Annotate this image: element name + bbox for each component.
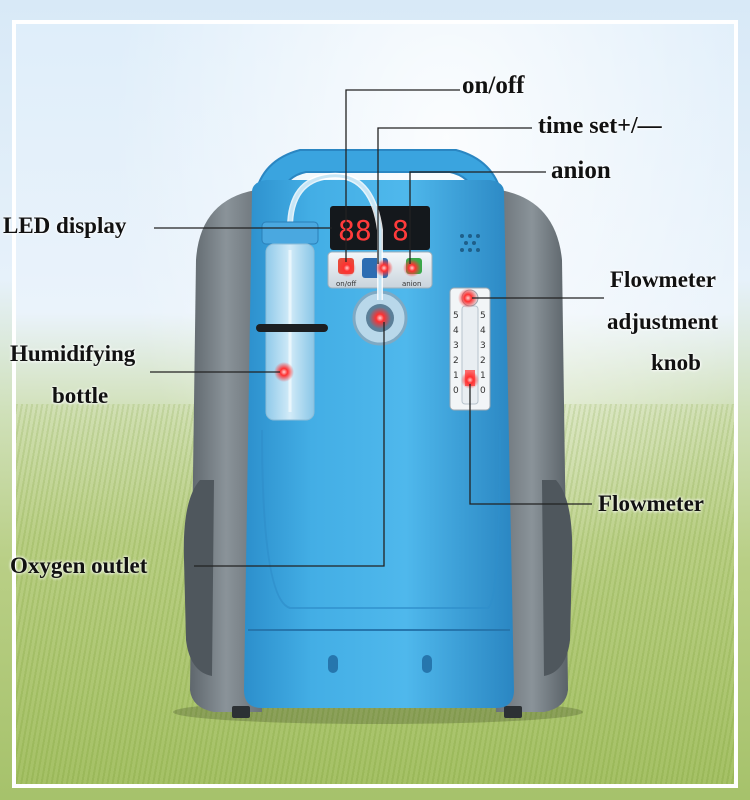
flowmeter-scale-left: 5 4 3 2 1 0 — [453, 311, 459, 396]
marker-humidifying-bottle — [274, 362, 294, 382]
callout-humidifying-line1: Humidifying — [10, 341, 136, 366]
callout-flowmeter-knob-line2: adjustment — [607, 309, 719, 334]
marker-time-set — [375, 259, 393, 277]
callout-onoff: on/off — [462, 72, 525, 99]
flowmeter-scale-mark: 5 — [453, 311, 459, 321]
anion-panel-label: anion — [402, 280, 421, 288]
marker-anion — [403, 259, 421, 277]
led-digits-right: 8 — [392, 214, 409, 247]
led-digits-left: 88 — [338, 214, 372, 247]
flowmeter-scale-mark: 5 — [480, 311, 486, 321]
right-wheel-housing — [542, 480, 573, 676]
flowmeter-scale-mark: 3 — [453, 341, 459, 351]
onoff-panel-label: on/off — [336, 280, 356, 288]
callout-flowmeter: Flowmeter — [598, 491, 704, 516]
callout-time-set: time set+/— — [538, 113, 662, 139]
left-wheel-housing — [183, 480, 214, 676]
flowmeter-scale-mark: 3 — [480, 341, 486, 351]
left-foot — [232, 706, 250, 718]
vent-slot-left — [328, 655, 338, 673]
marker-flowmeter — [461, 371, 479, 389]
bottle-cap — [261, 221, 319, 245]
callout-anion: anion — [551, 157, 611, 184]
right-foot — [504, 706, 522, 718]
bottle-strap — [256, 324, 328, 332]
flowmeter-scale-mark: 2 — [480, 356, 486, 366]
flowmeter-scale-mark: 0 — [480, 386, 486, 396]
flowmeter-scale-mark: 0 — [453, 386, 459, 396]
vent-slot-right — [422, 655, 432, 673]
flowmeter-scale-mark: 4 — [453, 326, 459, 336]
callout-humidifying-line2: bottle — [52, 383, 109, 408]
flowmeter-scale-mark: 1 — [480, 371, 486, 381]
marker-flowmeter-knob — [458, 288, 478, 308]
marker-oxygen-outlet — [369, 307, 391, 329]
flowmeter-scale-mark: 2 — [453, 356, 459, 366]
marker-onoff — [338, 259, 356, 277]
callout-flowmeter-knob-line1: Flowmeter — [610, 267, 716, 292]
callout-oxygen-outlet: Oxygen outlet — [10, 553, 148, 578]
flowmeter-tube — [461, 305, 479, 405]
callout-flowmeter-knob-line3: knob — [651, 350, 701, 375]
flowmeter-scale-mark: 4 — [480, 326, 486, 336]
flowmeter-scale-mark: 1 — [453, 371, 459, 381]
callout-led-display: LED display — [3, 213, 127, 238]
